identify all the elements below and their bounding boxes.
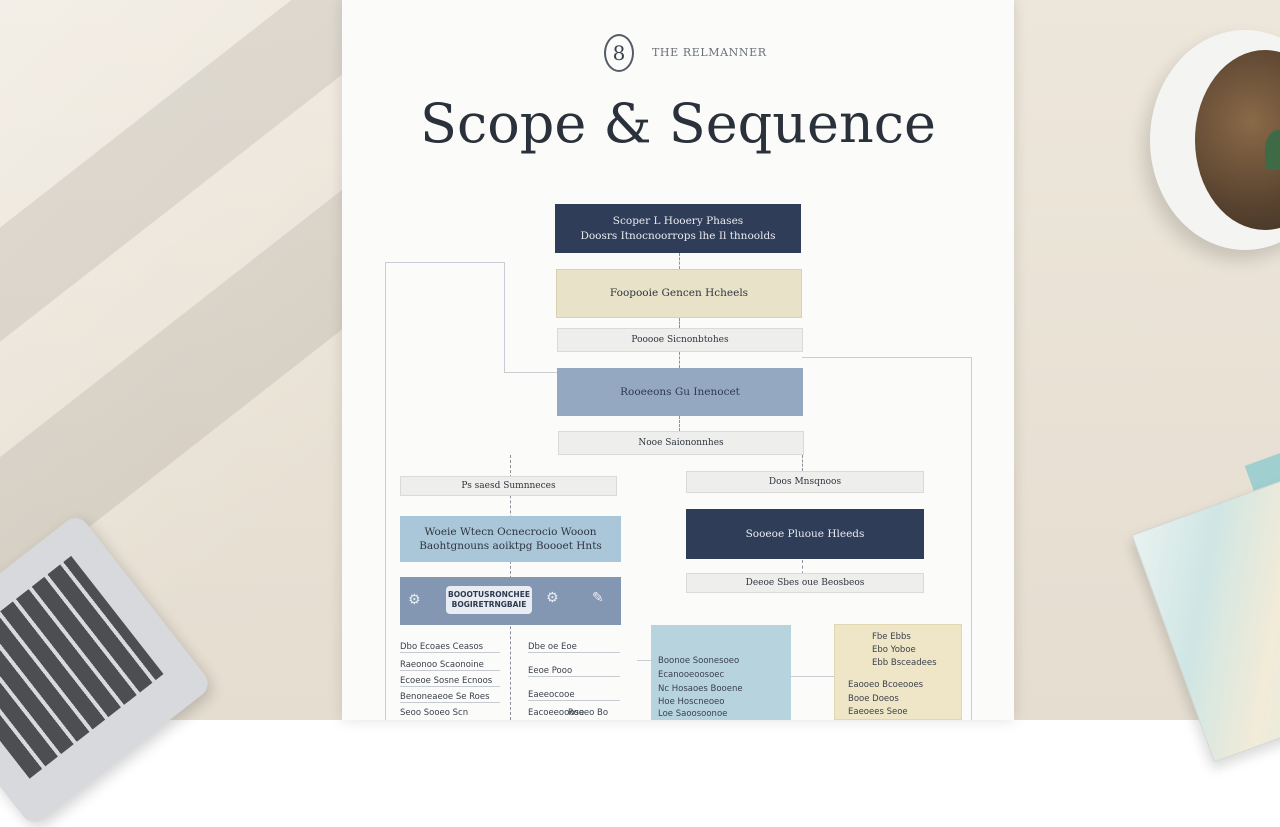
list-item: Rooeo Bo bbox=[568, 708, 609, 718]
flow-strip-2: Nooe Saiononnhes bbox=[558, 431, 804, 455]
frame-line bbox=[802, 357, 972, 358]
list-rule bbox=[528, 652, 620, 653]
list-rule bbox=[528, 676, 620, 677]
cream-box-line: Fbe Ebbs bbox=[872, 632, 911, 642]
pale-box-line: Ecanooeoosoec bbox=[658, 670, 725, 680]
cream-box-line: Booe Doeos bbox=[848, 694, 899, 704]
list-item: Eaeeocooe bbox=[528, 690, 575, 700]
connector bbox=[679, 352, 680, 368]
connector bbox=[679, 318, 680, 328]
left-box: Woeie Wtecn Ocnecrocio Wooon Baohtgnouns… bbox=[400, 516, 621, 562]
pale-box-line: Nc Hosaoes Booene bbox=[658, 684, 743, 694]
cream-box-line: Eaooeo Bcoeooes bbox=[848, 680, 924, 690]
gear-icon: ⚙ bbox=[408, 592, 421, 608]
brand-name: ТHЕ RELMANNER bbox=[652, 46, 767, 59]
frame-line bbox=[504, 372, 557, 373]
connector bbox=[679, 416, 680, 431]
left-strip: Ps saesd Sumnneces bbox=[400, 476, 617, 496]
list-rule bbox=[400, 652, 500, 653]
frame-line bbox=[971, 357, 972, 720]
connector bbox=[637, 660, 651, 661]
flow-box-top: Scoper L Hooery Phases Doosrs Itnocnoorr… bbox=[555, 204, 801, 253]
list-item: Eacoeeooose bbox=[528, 708, 585, 718]
left-dark-inner-label: BOOOTUSRONCHEE BOGIRETRNGBAIE bbox=[446, 586, 532, 614]
plant-leaf bbox=[1265, 130, 1280, 170]
flow-box-2: Foopooie Gencen Hcheels bbox=[556, 269, 802, 318]
pen-icon: ✎ bbox=[592, 590, 604, 606]
cream-box-line: Ebo Yoboe bbox=[872, 645, 916, 655]
list-rule bbox=[528, 700, 620, 701]
pale-box-line: Hoe Hoscneoeo bbox=[658, 697, 725, 707]
connector bbox=[790, 676, 836, 677]
connector bbox=[679, 253, 680, 269]
list-item: Eeoe Pooo bbox=[528, 666, 573, 676]
list-rule bbox=[400, 670, 500, 671]
right-strip-2: Deeoe Sbes oue Beosbeos bbox=[686, 573, 924, 593]
pale-blue-box bbox=[651, 625, 791, 720]
gear-icon: ⚙ bbox=[546, 590, 559, 606]
frame-line bbox=[385, 262, 386, 720]
list-item: Dbo Ecoaes Ceasos bbox=[400, 642, 484, 652]
connector bbox=[802, 560, 803, 580]
list-item: Raeonoo Scaonoine bbox=[400, 660, 484, 670]
cream-box-line: Ebb Bsceadees bbox=[872, 658, 937, 668]
list-item: Benoneaeoe Se Roes bbox=[400, 692, 490, 702]
list-rule bbox=[400, 702, 500, 703]
list-rule bbox=[400, 686, 500, 687]
page-title: Scope & Sequence bbox=[420, 92, 936, 155]
right-strip: Doos Mnsqnoos bbox=[686, 471, 924, 493]
right-navy-box: Sooeoe Pluoue Hleeds bbox=[686, 509, 924, 559]
monogram-icon: 8 bbox=[604, 34, 634, 72]
frame-line bbox=[385, 262, 505, 263]
cream-box-line: Eaeoees Seoe bbox=[848, 707, 908, 717]
flow-strip-1: Pooooe Sicnonbtohes bbox=[557, 328, 803, 352]
flow-box-3: Rooeeons Gu Inenocet bbox=[557, 368, 803, 416]
list-item: Ecoeoe Sosne Ecnoos bbox=[400, 676, 493, 686]
pale-box-line: Loe Saoosoonoe bbox=[658, 709, 728, 719]
list-item: Dbe oe Eoe bbox=[528, 642, 577, 652]
connector bbox=[802, 455, 803, 471]
pale-box-line: Boonoe Soonesoeo bbox=[658, 656, 740, 666]
frame-line bbox=[504, 262, 505, 372]
list-item: Seoo Sooeo Scn bbox=[400, 708, 469, 718]
